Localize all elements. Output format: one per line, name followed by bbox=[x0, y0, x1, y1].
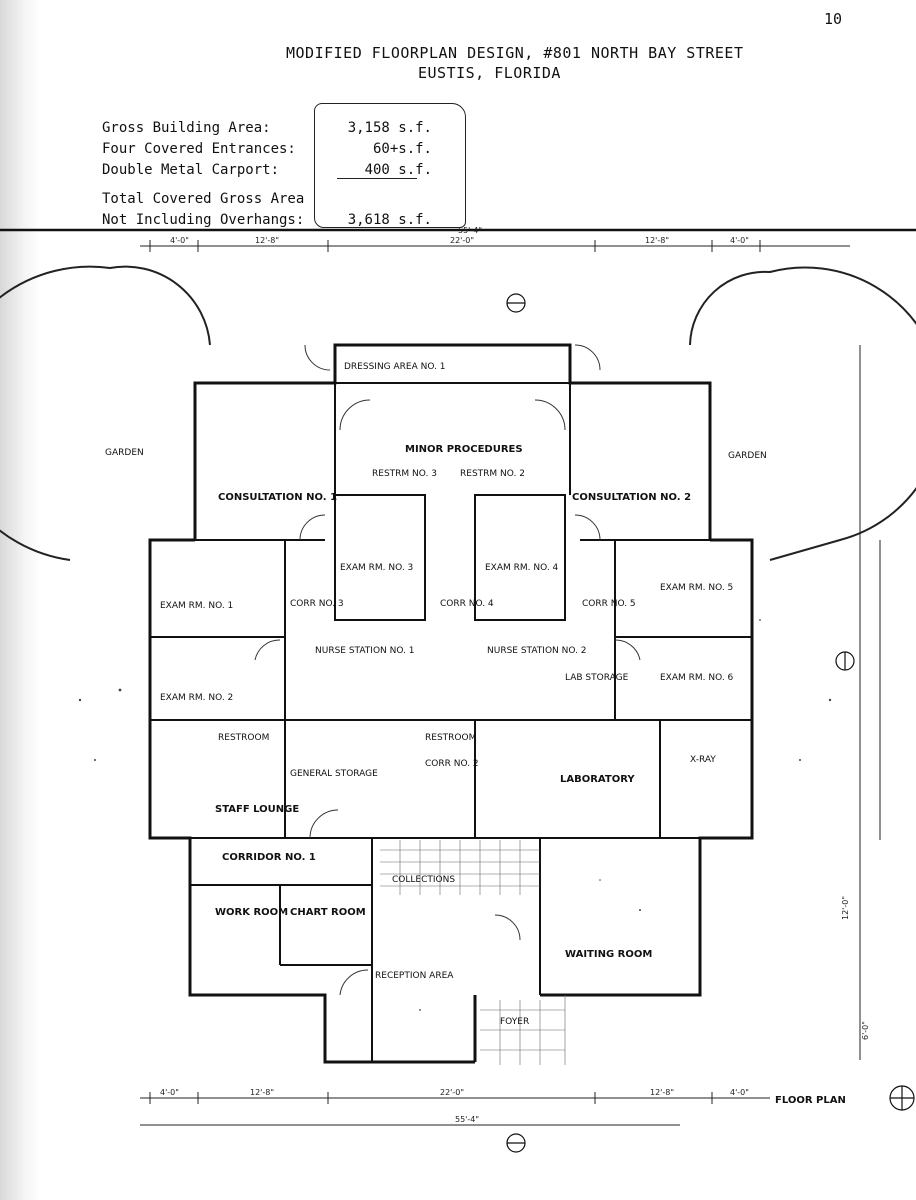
dim-label-overall: 55'-4" bbox=[455, 1115, 479, 1124]
room-label: CONSULTATION NO. 1 bbox=[218, 492, 337, 503]
dim-label: 4'-0" bbox=[730, 1088, 749, 1097]
summary-value: 400 s.f. bbox=[364, 162, 432, 178]
room-label: NURSE STATION NO. 1 bbox=[315, 646, 415, 656]
dim-label: 12'-8" bbox=[645, 236, 669, 245]
summary-value: 3,158 s.f. bbox=[347, 120, 432, 136]
garden-wall-right bbox=[689, 266, 916, 561]
dim-label: 12'-8" bbox=[255, 236, 279, 245]
scan-noise bbox=[78, 619, 832, 1011]
room-label: X-RAY bbox=[690, 755, 716, 765]
room-label: CORRIDOR NO. 1 bbox=[222, 852, 316, 863]
room-label: MINOR PROCEDURES bbox=[405, 444, 523, 455]
room-label: STAFF LOUNGE bbox=[215, 804, 299, 815]
dim-label: 22'-0" bbox=[440, 1088, 464, 1097]
section-marker-icon bbox=[506, 293, 915, 1153]
page-number: 10 bbox=[824, 10, 843, 28]
drawing-title: FLOOR PLAN bbox=[775, 1095, 846, 1106]
room-label: EXAM RM. NO. 1 bbox=[160, 601, 233, 611]
room-label: FOYER bbox=[500, 1017, 529, 1027]
garden-wall-left bbox=[0, 265, 211, 561]
room-label: WAITING ROOM bbox=[565, 949, 652, 960]
room-label: LAB STORAGE bbox=[565, 673, 629, 683]
summary-label: Not Including Overhangs: bbox=[102, 212, 305, 228]
room-label: RESTROOM bbox=[425, 733, 476, 743]
summary-total-value: 3,618 s.f. bbox=[347, 212, 432, 228]
room-label: CORR NO. 4 bbox=[440, 599, 494, 609]
room-label: EXAM RM. NO. 3 bbox=[340, 563, 413, 573]
summary-label: Gross Building Area: bbox=[102, 120, 271, 136]
room-label: RESTRM NO. 2 bbox=[460, 469, 525, 479]
dim-label: 4'-0" bbox=[160, 1088, 179, 1097]
room-label: EXAM RM. NO. 2 bbox=[160, 693, 233, 703]
summary-label: Four Covered Entrances: bbox=[102, 141, 296, 157]
room-label: NURSE STATION NO. 2 bbox=[487, 646, 587, 656]
value-underline bbox=[337, 178, 417, 179]
summary-value: 60+s.f. bbox=[372, 141, 432, 157]
room-label: CORR NO. 3 bbox=[290, 599, 344, 609]
room-label: CORR NO. 5 bbox=[582, 599, 636, 609]
room-label: RESTRM NO. 3 bbox=[372, 469, 437, 479]
room-label: RECEPTION AREA bbox=[375, 971, 454, 981]
room-label: COLLECTIONS bbox=[392, 875, 455, 885]
room-label: CHART ROOM bbox=[290, 907, 366, 918]
dim-label: 12'-8" bbox=[650, 1088, 674, 1097]
page-subtitle: EUSTIS, FLORIDA bbox=[418, 64, 561, 82]
room-label: RESTROOM bbox=[218, 733, 269, 743]
room-label: CONSULTATION NO. 2 bbox=[572, 492, 691, 503]
room-label: CORR NO. 2 bbox=[425, 759, 479, 769]
page-title: MODIFIED FLOORPLAN DESIGN, #801 NORTH BA… bbox=[286, 44, 744, 62]
dim-label: 4'-0" bbox=[730, 236, 749, 245]
room-label: GARDEN bbox=[105, 448, 144, 458]
interior-walls bbox=[150, 382, 752, 1062]
summary-box bbox=[314, 103, 466, 228]
room-label: LABORATORY bbox=[560, 774, 635, 785]
bottom-dimension-line bbox=[140, 1092, 770, 1126]
room-label: EXAM RM. NO. 4 bbox=[485, 563, 559, 573]
dim-label: 4'-0" bbox=[170, 236, 189, 245]
scan-shadow bbox=[0, 0, 40, 1200]
summary-label: Double Metal Carport: bbox=[102, 162, 280, 178]
door-swings bbox=[254, 344, 641, 996]
room-label: DRESSING AREA NO. 1 bbox=[344, 362, 446, 372]
dim-label: 12'-8" bbox=[250, 1088, 274, 1097]
collections-tile-hatch bbox=[380, 840, 566, 1065]
room-label: EXAM RM. NO. 6 bbox=[660, 673, 734, 683]
room-label: EXAM RM. NO. 5 bbox=[660, 583, 733, 593]
top-dimension-line bbox=[140, 240, 850, 252]
dim-label: 6'-0" bbox=[861, 1021, 870, 1040]
dim-label: 22'-0" bbox=[450, 236, 474, 245]
room-label: WORK ROOM bbox=[215, 907, 288, 918]
dim-label-overall: 55'-4" bbox=[458, 226, 482, 235]
right-dimension-line bbox=[859, 345, 881, 1060]
dim-label: 12'-0" bbox=[841, 896, 850, 920]
room-label: GENERAL STORAGE bbox=[290, 769, 378, 779]
room-label: GARDEN bbox=[728, 451, 767, 461]
